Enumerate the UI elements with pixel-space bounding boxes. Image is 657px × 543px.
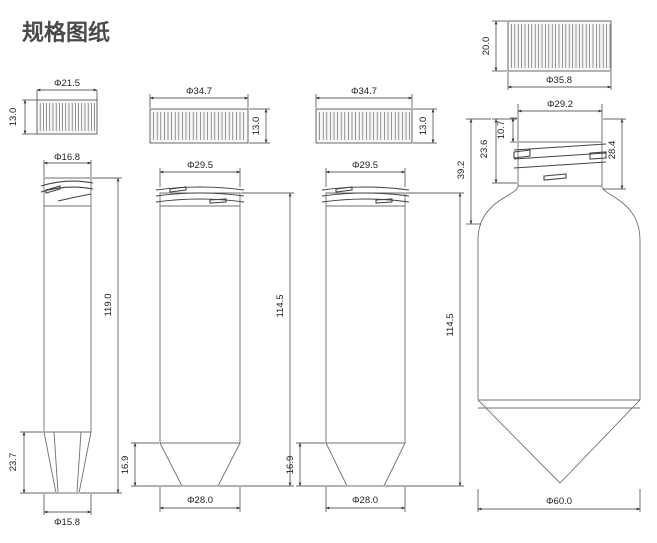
tube-50ml-b-drawing: Φ34.7 13.0 Φ29.5 114.5 16.9 Φ28.0 [285,86,464,512]
tube-15ml-cone-height-label: 23.7 [8,453,19,472]
tube-15ml-bottom-diameter-label: Φ15.8 [54,517,80,528]
tube-50ml-a-drawing: Φ34.7 13.0 Φ29.5 114.5 16.9 Φ28.0 [120,86,294,512]
tube-15ml-length-label: 119.0 [103,293,114,316]
tube-15ml-drawing: Φ21.5 13.0 Φ16.8 119.0 23.7 Φ15 [8,78,122,528]
tube-50ml-a-cone-height-label: 16.9 [120,456,131,475]
bottle-neck-threads [513,143,607,181]
tube-50ml-a-length-label: 114.5 [275,294,286,317]
bottle-body [477,141,641,484]
tube-50ml-b-cone-height-label: 16.9 [285,456,296,475]
tube-15ml-threads [40,180,94,202]
tube-50ml-b-bottom-diameter-label: Φ28.0 [352,495,378,506]
tube-50ml-b-cap-ribs [319,112,410,140]
tube-50ml-a-cap [149,108,249,144]
tube-50ml-b-threads [321,186,410,204]
tube-50ml-a-threads [155,186,245,204]
bottle-neck-diameter-label: Φ29.2 [547,99,573,110]
tube-15ml-cap-ribs [39,103,95,131]
tube-50ml-a-cap-height-label: 13.0 [251,117,262,136]
tube-15ml-cap [36,99,98,135]
bottle-cap [507,20,612,72]
tube-50ml-a-mouth-diameter-label: Φ29.5 [187,160,213,171]
bottle-cap-ribs [511,24,611,68]
tube-50ml-b-mouth-diameter-label: Φ29.5 [352,160,378,171]
tube-15ml-cap-diameter-label: Φ21.5 [54,78,80,89]
page-title: 规格图纸 [22,20,110,46]
tube-50ml-b-body [325,192,406,487]
tube-50ml-b-cap-diameter-label: Φ34.7 [351,86,377,97]
bottle-drawing: 20.0 Φ35.8 Φ29.2 10.7 23.6 [456,20,641,512]
bottle-shoulder-height-label: 39.2 [456,161,467,180]
tube-50ml-a-bottom-diameter-label: Φ28.0 [187,495,213,506]
bottle-neck-height-right-label: 28.4 [607,141,618,160]
tube-15ml-body [43,177,92,494]
bottle-body-diameter-label: Φ60.0 [546,496,572,507]
tube-50ml-b-cap-height-label: 13.0 [418,117,429,136]
tube-15ml-mouth-diameter-label: Φ16.8 [54,152,80,163]
tube-50ml-a-cap-ribs [153,112,244,140]
tube-50ml-b-length-label: 114.5 [445,313,456,336]
bottle-cap-diameter-label: Φ35.8 [546,75,572,86]
tube-15ml-cap-height-label: 13.0 [8,108,19,127]
bottle-neck-height-left-label: 23.6 [479,140,490,159]
tube-50ml-b-cap [315,108,413,144]
bottle-cap-height-label: 20.0 [481,37,492,56]
tube-50ml-a-cap-diameter-label: Φ34.7 [186,86,212,97]
bottle-thread-height-label: 10.7 [496,121,507,140]
tube-50ml-a-body [159,192,241,487]
